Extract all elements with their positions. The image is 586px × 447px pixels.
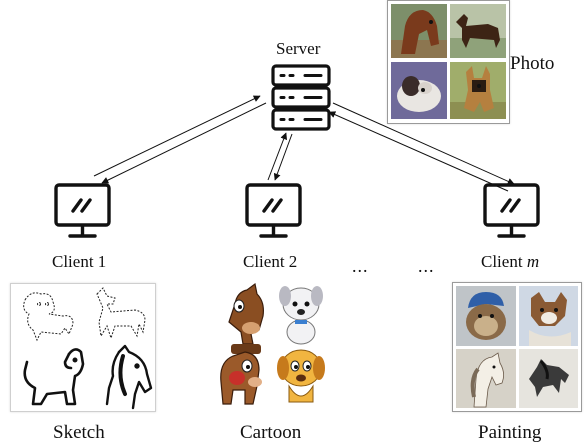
photo-thumb-horse-1: [391, 4, 447, 58]
painting-thumb-dog-1: [456, 286, 516, 346]
photo-thumb-dog-1: [391, 62, 447, 119]
cartoon-drawings: [220, 282, 325, 405]
painting-thumb-horse-2: [519, 349, 578, 408]
photo-thumb-dog-2: [450, 62, 506, 119]
client-m-label: Client m: [481, 253, 539, 270]
arrow-server-to-client1: [101, 102, 267, 184]
painting-label: Painting: [478, 422, 542, 443]
cartoon-horse-2: [220, 351, 262, 405]
client-m-var: m: [526, 252, 540, 271]
sketch-label: Sketch: [53, 422, 105, 443]
server-label: Server: [276, 39, 321, 58]
cartoon-label: Cartoon: [240, 422, 302, 443]
arrow-client1-to-server: [93, 95, 261, 177]
cartoon-domain-images: [215, 282, 332, 410]
arrow-server-to-clientm: [332, 102, 515, 185]
client-2-label: Client 2: [243, 252, 298, 271]
painting-thumb-horse-1: [456, 349, 516, 408]
sketch-drawings: [23, 287, 153, 410]
arrow-clientm-to-server: [328, 111, 509, 192]
client-1-label: Client 1: [52, 252, 107, 271]
ellipsis-2: ...: [418, 256, 435, 276]
client-m-prefix: Client: [481, 252, 527, 271]
painting-thumb-dog-2: [519, 286, 578, 346]
arrow-server-to-client2: [273, 133, 293, 181]
cartoon-horse-1: [228, 282, 264, 354]
sketch-domain-images: [10, 283, 156, 412]
ellipsis-1: ...: [352, 256, 369, 276]
photo-thumb-horse-2: [450, 4, 506, 58]
cartoon-dog-2: [277, 349, 325, 403]
photo-label: Photo: [510, 53, 555, 74]
arrow-client2-to-server: [267, 132, 288, 181]
cartoon-dog-1: [279, 286, 323, 345]
painting-domain-images: [452, 282, 582, 412]
photo-domain-images: [387, 0, 510, 124]
